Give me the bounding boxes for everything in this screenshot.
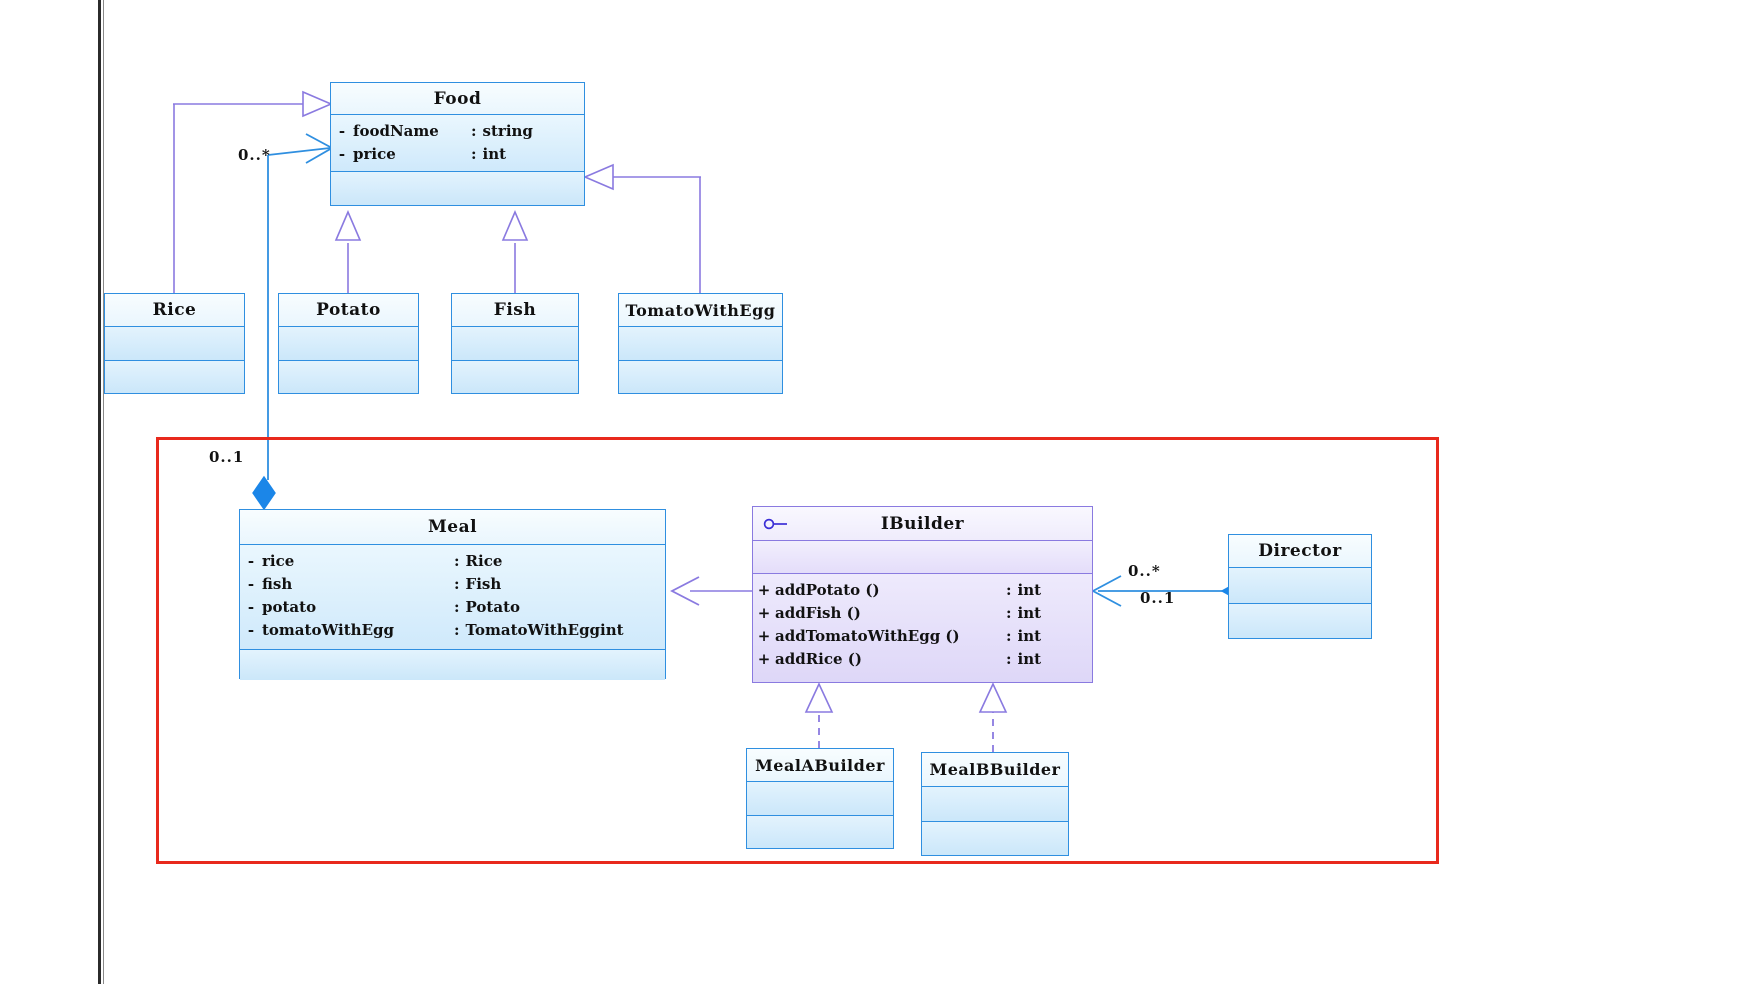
attribute-visibility: - — [247, 575, 255, 593]
attribute-name: rice — [262, 552, 295, 570]
class-title-director: Director — [1229, 535, 1371, 568]
class-operations-director — [1229, 604, 1371, 638]
class-attributes-rice — [105, 327, 244, 361]
attribute-type: Fish — [465, 575, 502, 593]
operation-name: addPotato () — [775, 581, 880, 599]
attribute-separator: : — [454, 552, 460, 570]
class-operations-fish — [452, 361, 578, 393]
operation-separator: : — [1006, 627, 1012, 645]
attribute-separator: : — [454, 575, 460, 593]
interface-lollipop-icon — [763, 518, 787, 529]
attribute-type: Rice — [465, 552, 503, 570]
attribute-visibility: - — [338, 122, 346, 140]
operation-name: addRice () — [775, 650, 862, 668]
operation-type: int — [1017, 604, 1042, 622]
class-attributes-mealabuilder — [747, 782, 893, 816]
operation-visibility: + — [757, 581, 771, 599]
class-title-fish: Fish — [452, 294, 578, 327]
operation-row: + addTomatoWithEgg () : int — [753, 625, 1092, 648]
class-attributes-tomatowithegg — [619, 327, 782, 361]
class-operations-meal — [240, 650, 665, 680]
operation-separator: : — [1006, 581, 1012, 599]
class-box-fish[interactable]: Fish — [451, 293, 579, 394]
attribute-name: tomatoWithEgg — [262, 621, 394, 639]
class-box-director[interactable]: Director — [1228, 534, 1372, 639]
attribute-visibility: - — [338, 145, 346, 163]
attribute-type: int — [482, 145, 507, 163]
attribute-visibility: - — [247, 552, 255, 570]
operation-type: int — [1017, 627, 1042, 645]
operation-type: int — [1017, 581, 1042, 599]
page-gutter-line — [98, 0, 101, 984]
attribute-name: price — [353, 145, 396, 163]
class-title-rice: Rice — [105, 294, 244, 327]
class-attributes-mealbbuilder — [922, 787, 1068, 822]
class-attributes-ibuilder — [753, 541, 1092, 574]
class-title-mealabuilder: MealABuilder — [747, 749, 893, 782]
class-title-mealbbuilder: MealBBuilder — [922, 753, 1068, 787]
class-attributes-meal: - rice : Rice - fish : Fish - potato : P… — [240, 545, 665, 650]
class-title-ibuilder: IBuilder — [753, 507, 1092, 541]
attribute-row: - tomatoWithEgg : TomatoWithEggint — [240, 619, 665, 642]
class-attributes-potato — [279, 327, 418, 361]
class-operations-mealbbuilder — [922, 822, 1068, 855]
class-operations-ibuilder: + addPotato () : int + addFish () : int … — [753, 574, 1092, 682]
page-gutter-line-secondary — [103, 0, 104, 984]
class-box-mealbbuilder[interactable]: MealBBuilder — [921, 752, 1069, 856]
attribute-row: - potato : Potato — [240, 596, 665, 619]
attribute-separator: : — [454, 621, 460, 639]
attribute-name: fish — [262, 575, 293, 593]
attribute-name: foodName — [353, 122, 439, 140]
multiplicity-director-source: 0..* — [1128, 562, 1161, 580]
class-operations-rice — [105, 361, 244, 393]
attribute-row: - foodName : string — [331, 120, 584, 143]
attribute-separator: : — [454, 598, 460, 616]
class-title-potato: Potato — [279, 294, 418, 327]
operation-row: + addRice () : int — [753, 648, 1092, 671]
class-attributes-director — [1229, 568, 1371, 604]
operation-visibility: + — [757, 650, 771, 668]
attribute-type: Potato — [465, 598, 521, 616]
class-box-tomatowithegg[interactable]: TomatoWithEgg — [618, 293, 783, 394]
operation-name: addTomatoWithEgg () — [775, 627, 960, 645]
class-attributes-fish — [452, 327, 578, 361]
attribute-separator: : — [471, 122, 477, 140]
attribute-row: - price : int — [331, 143, 584, 166]
highlight-frame — [156, 437, 1439, 864]
class-attributes-food: - foodName : string - price : int — [331, 115, 584, 172]
class-box-food[interactable]: Food - foodName : string - price : int — [330, 82, 585, 206]
multiplicity-food-meal-source: 0..* — [238, 146, 271, 164]
class-title-tomatowithegg: TomatoWithEgg — [619, 294, 782, 327]
class-title-food: Food — [331, 83, 584, 115]
multiplicity-food-meal-target: 0..1 — [209, 448, 245, 466]
attribute-type: string — [482, 122, 533, 140]
multiplicity-director-target: 0..1 — [1140, 589, 1176, 607]
operation-row: + addFish () : int — [753, 602, 1092, 625]
class-operations-mealabuilder — [747, 816, 893, 848]
attribute-row: - fish : Fish — [240, 573, 665, 596]
operation-separator: : — [1006, 650, 1012, 668]
class-operations-food — [331, 172, 584, 205]
class-title-meal: Meal — [240, 510, 665, 545]
attribute-visibility: - — [247, 598, 255, 616]
class-box-mealabuilder[interactable]: MealABuilder — [746, 748, 894, 849]
class-operations-tomatowithegg — [619, 361, 782, 393]
operation-visibility: + — [757, 604, 771, 622]
operation-type: int — [1017, 650, 1042, 668]
operation-row: + addPotato () : int — [753, 579, 1092, 602]
class-box-meal[interactable]: Meal - rice : Rice - fish : Fish - potat… — [239, 509, 666, 680]
attribute-visibility: - — [247, 621, 255, 639]
operation-visibility: + — [757, 627, 771, 645]
class-title-ibuilder-label: IBuilder — [880, 514, 965, 534]
operation-separator: : — [1006, 604, 1012, 622]
operation-name: addFish () — [775, 604, 861, 622]
class-operations-potato — [279, 361, 418, 393]
class-box-rice[interactable]: Rice — [104, 293, 245, 394]
attribute-type: TomatoWithEggint — [465, 621, 624, 639]
attribute-separator: : — [471, 145, 477, 163]
class-box-potato[interactable]: Potato — [278, 293, 419, 394]
class-box-ibuilder[interactable]: IBuilder + addPotato () : int + addFish … — [752, 506, 1093, 683]
attribute-row: - rice : Rice — [240, 550, 665, 573]
attribute-name: potato — [262, 598, 317, 616]
